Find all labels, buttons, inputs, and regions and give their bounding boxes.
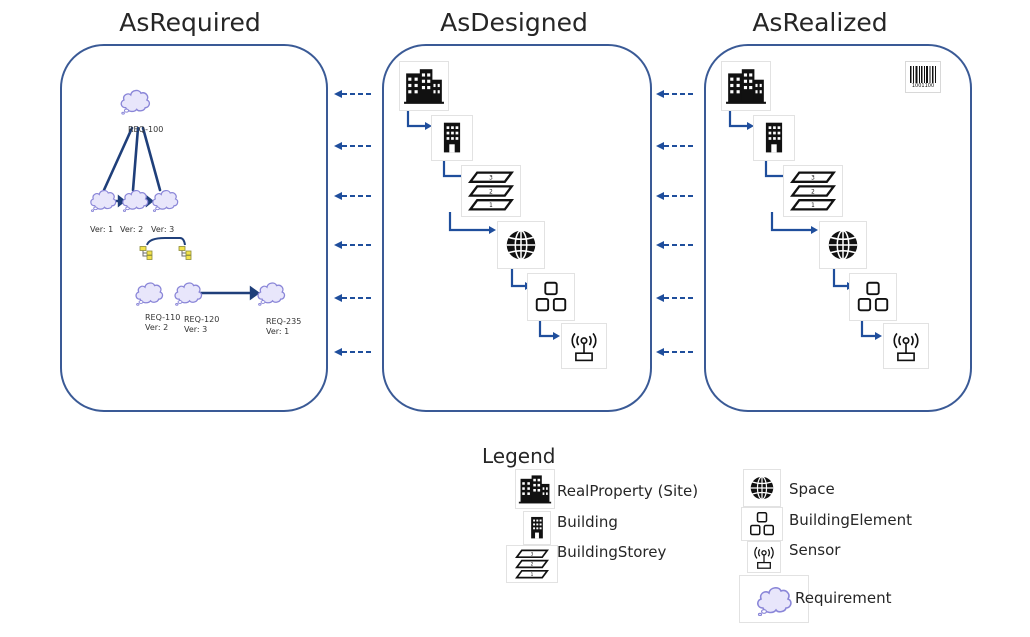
legend-label-real-property: RealProperty (Site) xyxy=(557,482,699,500)
building-icon xyxy=(524,512,550,544)
building-element-icon xyxy=(742,508,782,540)
sensor-icon xyxy=(562,324,606,368)
version-label: Ver: 2 xyxy=(120,225,144,234)
tree-icon xyxy=(138,245,154,261)
tree-icon xyxy=(177,245,193,261)
version-label: Ver: 3 xyxy=(151,225,175,234)
barcode-icon: 1001100 xyxy=(906,62,940,92)
sensor-icon xyxy=(748,542,780,572)
building-icon xyxy=(432,116,472,160)
building-storey-icon xyxy=(462,166,520,216)
requirement-icon xyxy=(172,277,204,307)
requirement-icon xyxy=(150,185,180,213)
requirement-icon xyxy=(120,185,150,213)
legend-title: Legend xyxy=(482,444,556,468)
legend-label-building: Building xyxy=(557,513,618,531)
real-property-icon xyxy=(516,470,554,508)
requirement-icon xyxy=(88,185,118,213)
space-icon xyxy=(744,470,780,506)
building-element-icon xyxy=(850,274,896,320)
requirement-icon xyxy=(133,277,165,307)
requirement-icon xyxy=(255,277,287,307)
legend-label-space: Space xyxy=(789,480,835,498)
requirement-icon xyxy=(118,85,152,115)
barcode-text: 1001100 xyxy=(911,83,935,89)
heading-as-required: AsRequired xyxy=(119,8,261,37)
legend-label-requirement: Requirement xyxy=(795,589,892,607)
legend-label-building-storey: BuildingStorey xyxy=(557,543,667,561)
real-property-icon xyxy=(722,62,770,110)
sensor-icon xyxy=(884,324,928,368)
requirement-label-req-100: REQ-100 xyxy=(128,125,164,134)
building-icon xyxy=(754,116,794,160)
panel-as-required xyxy=(60,44,328,412)
space-icon xyxy=(820,222,866,268)
building-storey-icon xyxy=(507,546,557,582)
heading-as-designed: AsDesigned xyxy=(440,8,588,37)
building-element-icon xyxy=(528,274,574,320)
legend-label-sensor: Sensor xyxy=(789,541,841,559)
space-icon xyxy=(498,222,544,268)
building-storey-icon xyxy=(784,166,842,216)
legend-label-building-element: BuildingElement xyxy=(789,511,912,529)
version-label: Ver: 1 xyxy=(90,225,114,234)
heading-as-realized: AsRealized xyxy=(752,8,888,37)
real-property-icon xyxy=(400,62,448,110)
requirement-icon xyxy=(740,576,808,622)
